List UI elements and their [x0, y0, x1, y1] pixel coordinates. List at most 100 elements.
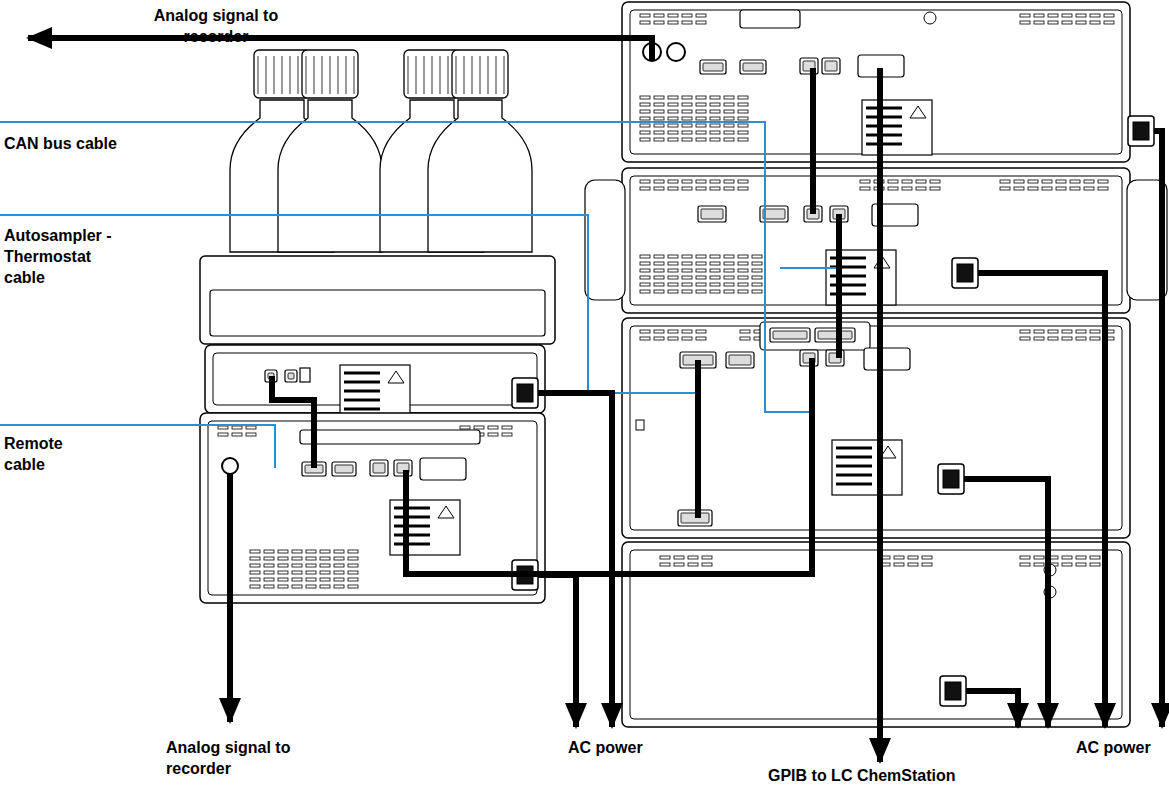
- vent-slot: [306, 585, 316, 588]
- callout-label: Remote cable: [4, 434, 84, 476]
- vent-slot: [320, 585, 330, 588]
- vent-slot: [320, 571, 330, 574]
- rating-plate: [390, 500, 460, 555]
- callout-label: CAN bus cable: [4, 134, 204, 155]
- vent-slot: [738, 117, 748, 120]
- vent-slot: [696, 276, 706, 279]
- vent-slot: [916, 187, 926, 190]
- callout-label: Analog signal to recorder: [166, 738, 306, 780]
- vent-slot: [738, 276, 748, 279]
- vent-slot: [640, 330, 650, 333]
- vent-slot: [1034, 556, 1044, 559]
- vent-slot: [738, 96, 748, 99]
- vent-slot: [640, 117, 650, 120]
- vent-slot: [682, 330, 692, 333]
- vent-slot: [246, 426, 256, 429]
- vent-slot: [888, 180, 898, 183]
- vent-slot: [1020, 330, 1030, 333]
- vent-slot: [668, 330, 678, 333]
- vent-slot: [1034, 330, 1044, 333]
- vent-slot: [724, 269, 734, 272]
- power-cable: [1154, 131, 1162, 727]
- connector-panel: [760, 322, 870, 350]
- vent-slot: [250, 571, 260, 574]
- vent-slot: [710, 262, 720, 265]
- vent-slot: [334, 557, 344, 560]
- vent-slot: [1042, 180, 1052, 183]
- vent-slot: [702, 556, 712, 559]
- module-housing: [622, 542, 1130, 727]
- vent-slot: [218, 426, 228, 429]
- vent-slot: [696, 337, 706, 340]
- connector-port: [300, 368, 310, 382]
- vent-slot: [668, 21, 678, 24]
- vent-slot: [740, 337, 750, 340]
- vent-slot: [654, 290, 664, 293]
- tray-front: [210, 290, 545, 336]
- vent-slot: [696, 255, 706, 258]
- can-cable: [836, 214, 842, 358]
- vent-slot: [668, 117, 678, 120]
- vent-slot: [710, 180, 720, 183]
- module-panel: [630, 176, 1122, 305]
- bottle-cap: [452, 50, 508, 98]
- cap-grip: [290, 56, 291, 94]
- vent-slot: [654, 283, 664, 286]
- vent-slot: [696, 180, 706, 183]
- vent-slot: [752, 255, 762, 258]
- vent-slot: [710, 124, 720, 127]
- vent-slot: [888, 187, 898, 190]
- cap-grip: [440, 56, 441, 94]
- vent-slot: [724, 180, 734, 183]
- vent-slot: [1034, 337, 1044, 340]
- vent-slot: [752, 290, 762, 293]
- vent-slot: [640, 124, 650, 127]
- plate-line: [866, 125, 902, 128]
- vent-slot: [738, 124, 748, 127]
- vent-slot: [724, 131, 734, 134]
- vent-slot: [724, 283, 734, 286]
- vent-slot: [668, 138, 678, 141]
- vent-slot: [320, 564, 330, 567]
- connector-pin: [773, 331, 807, 339]
- vent-slot: [654, 187, 664, 190]
- vent-slot: [894, 563, 904, 566]
- vent-slot: [710, 131, 720, 134]
- vent-slot: [654, 337, 664, 340]
- vent-slot: [1104, 21, 1114, 24]
- vent-slot: [738, 187, 748, 190]
- rating-plate: [832, 440, 902, 495]
- vent-slot: [1084, 180, 1094, 183]
- vent-slot: [930, 187, 940, 190]
- vent-slot: [710, 269, 720, 272]
- vent-slot: [1070, 180, 1080, 183]
- vent-slot: [640, 283, 650, 286]
- side-rail: [585, 180, 625, 300]
- power-socket: [1128, 116, 1154, 146]
- vent-slot: [696, 14, 706, 17]
- power-socket-inner: [957, 264, 973, 282]
- vent-slot: [292, 585, 302, 588]
- vent-slot: [668, 283, 678, 286]
- cap-grip: [274, 56, 275, 94]
- plate-line: [866, 107, 902, 110]
- vent-slot: [688, 556, 698, 559]
- warning-symbol: [438, 506, 454, 518]
- vent-slot: [682, 262, 692, 265]
- vent-slot: [292, 550, 302, 553]
- cap-grip: [266, 56, 267, 94]
- vent-slot: [1076, 556, 1086, 559]
- vent-slot: [922, 563, 932, 566]
- vent-slot: [724, 187, 734, 190]
- module-housing: [622, 2, 1130, 162]
- vent-slot: [264, 550, 274, 553]
- cap-grip: [456, 56, 457, 94]
- vent-slot: [696, 110, 706, 113]
- vent-slot: [696, 103, 706, 106]
- vent-slot: [640, 131, 650, 134]
- cap-grip: [330, 56, 331, 94]
- leader-line: [0, 215, 695, 393]
- plate-line: [836, 456, 872, 459]
- bottle-cap: [302, 50, 358, 98]
- vent-slot: [320, 557, 330, 560]
